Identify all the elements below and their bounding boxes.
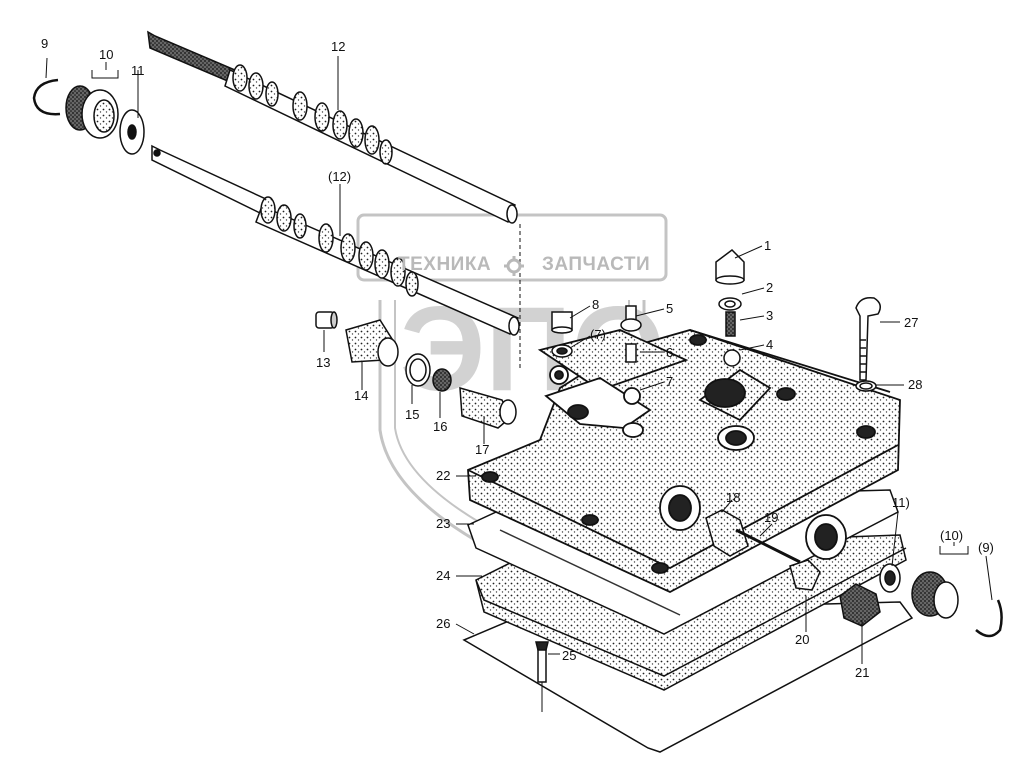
washer-11 [119,109,145,155]
callout-3: 3 [766,308,774,323]
circlip-9 [32,78,61,116]
callout-10: 10 [99,47,114,62]
callout-7: 7 [666,374,674,389]
callout-27: 27 [904,315,919,330]
callout-13: 13 [316,355,331,370]
callout-12b: (12) [328,169,352,184]
valve-body [467,329,901,594]
callout-1: 1 [764,238,772,253]
watermark-text-right: ЗАПЧАСТИ [542,254,651,275]
callout-21: 21 [855,665,870,680]
callout-5: 5 [666,301,674,316]
callout-2: 2 [766,280,774,295]
leader-lines [45,56,993,712]
callout-11: 11 [131,63,145,78]
callout-8: 8 [592,297,600,312]
callout-22: 22 [436,468,451,483]
spool-shaft-lower [151,144,520,336]
callout-11-paren: 11) [892,495,910,510]
callout-20: 20 [795,632,810,647]
callout-17: 17 [475,442,490,457]
callout-24: 24 [436,568,451,583]
cap-10 [65,85,119,139]
callout-14: 14 [354,388,369,403]
callout-12: 12 [331,39,346,54]
callout-4: 4 [766,337,774,352]
callout-9-paren: (9) [978,540,994,555]
gear-icon [503,255,525,277]
callout-6: 6 [666,345,674,360]
small-parts-13-17 [315,311,517,429]
callout-10-paren: (10) [940,528,964,543]
spool-shaft-upper [147,30,518,224]
callout-18: 18 [726,490,741,505]
callout-26: 26 [436,616,451,631]
callout-25: 25 [562,648,577,663]
callout-28: 28 [908,377,923,392]
watermark-text-left: ТЕХНИКА [398,254,492,275]
callout-19: 19 [764,510,779,525]
callout-9: 9 [41,36,49,51]
callout-16: 16 [433,419,448,434]
callout-7-paren: (7) [590,327,606,342]
callout-15: 15 [405,407,420,422]
callout-23: 23 [436,516,451,531]
right-parts [535,509,1003,683]
